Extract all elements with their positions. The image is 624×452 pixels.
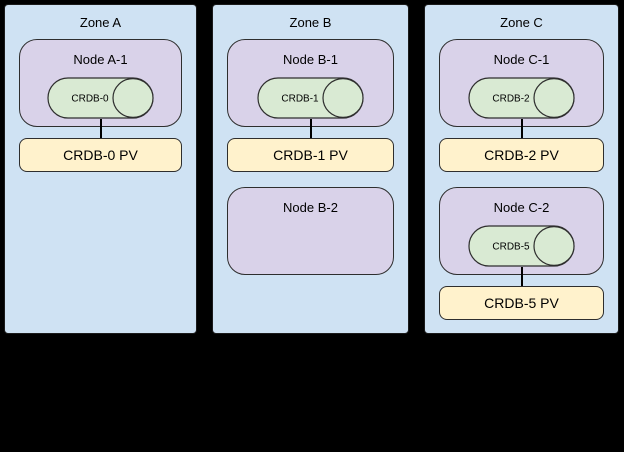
pv-box: CRDB-1 PV xyxy=(227,138,394,172)
cylinder-label: CRDB-2 xyxy=(492,94,530,105)
pv-box: CRDB-2 PV xyxy=(439,138,604,172)
pv-label: CRDB-1 PV xyxy=(273,147,348,163)
node-box: Node C-1 CRDB-2 xyxy=(439,39,604,128)
database-cylinder: CRDB-1 xyxy=(257,77,364,128)
node-box: Node B-1 CRDB-1 xyxy=(227,39,394,128)
zone-title: Zone A xyxy=(79,14,122,30)
cylinder-shape: CRDB-0 xyxy=(47,77,154,119)
connector-line xyxy=(309,127,312,138)
cylinder-shape: CRDB-2 xyxy=(468,77,575,119)
zone-title: Zone B xyxy=(289,14,332,30)
zone-container: Zone A Node A-1 CRDB-0 CRDB-0 PV xyxy=(4,4,197,334)
node-title: Node C-2 xyxy=(493,200,550,215)
database-cylinder: CRDB-0 xyxy=(47,77,154,128)
cylinder-label: CRDB-5 xyxy=(492,242,530,253)
cylinder-label: CRDB-1 xyxy=(281,94,319,105)
node-title: Node C-1 xyxy=(493,52,550,67)
zone-container: Zone C Node C-1 CRDB-2 CRDB-2 PV Node C-… xyxy=(424,4,619,334)
connector-line xyxy=(520,275,523,286)
cylinder-shape: CRDB-1 xyxy=(257,77,364,119)
node-title: Node B-2 xyxy=(283,200,338,215)
pv-label: CRDB-5 PV xyxy=(484,295,559,311)
pv-box: CRDB-0 PV xyxy=(19,138,182,172)
cylinder-label: CRDB-0 xyxy=(71,94,109,105)
connector-line xyxy=(99,127,102,138)
zone-container: Zone B Node B-1 CRDB-1 CRDB-1 PV Node B-… xyxy=(212,4,409,334)
zone-title: Zone C xyxy=(500,14,543,30)
pv-label: CRDB-0 PV xyxy=(63,147,138,163)
cylinder-shape: CRDB-5 xyxy=(468,225,575,267)
database-cylinder: CRDB-2 xyxy=(468,77,575,128)
node-title: Node B-1 xyxy=(283,52,338,67)
node-box: Node C-2 CRDB-5 xyxy=(439,187,604,276)
node-title: Node A-1 xyxy=(73,52,128,67)
node-box: Node A-1 CRDB-0 xyxy=(19,39,182,128)
connector-line xyxy=(520,127,523,138)
pv-label: CRDB-2 PV xyxy=(484,147,559,163)
node-box: Node B-2 xyxy=(227,187,394,275)
pv-box: CRDB-5 PV xyxy=(439,286,604,320)
zones-row: Zone A Node A-1 CRDB-0 CRDB-0 PV Zone B … xyxy=(4,4,619,334)
database-cylinder: CRDB-5 xyxy=(468,225,575,276)
